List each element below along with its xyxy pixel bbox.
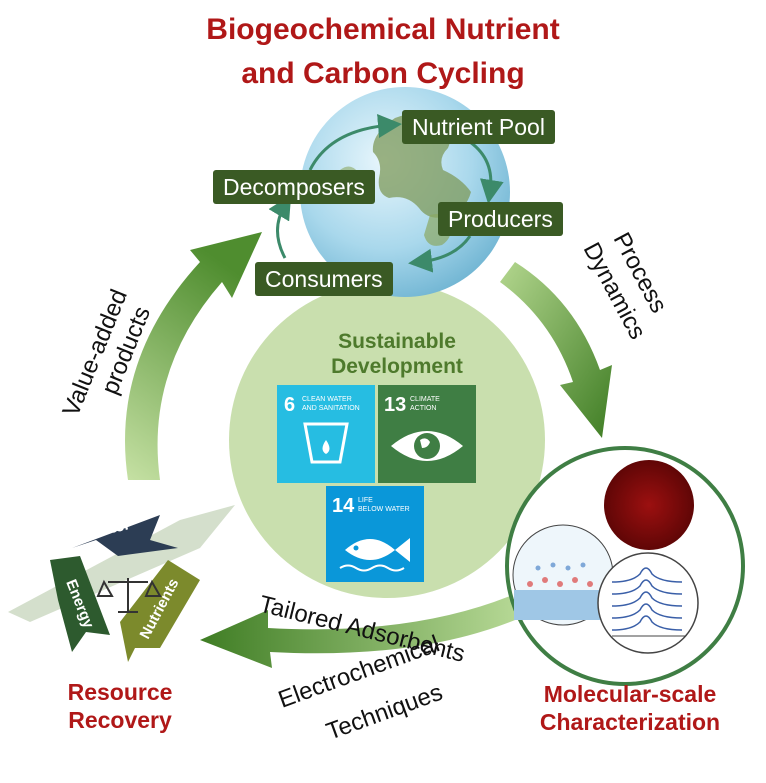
water-glass-icon <box>303 422 349 464</box>
eye-globe-icon <box>391 431 463 461</box>
spectra-plot-icon <box>597 552 699 654</box>
molecular-characterization-label: Molecular-scale Characterization <box>505 680 755 736</box>
characterization-circle <box>505 446 745 686</box>
resource-line-1: Resource <box>67 679 173 705</box>
sdg-14-number: 14 <box>332 495 355 517</box>
sustainable-line-2: Development <box>331 355 463 378</box>
molecular-line-2: Characterization <box>539 709 721 735</box>
sdg-tile-6: 6 CLEAN WATER AND SANITATION <box>277 385 375 483</box>
arrow-value-added <box>125 232 262 480</box>
arrow-pool-to-producers <box>469 140 504 204</box>
sdg-13-number: 13 <box>384 394 406 416</box>
arrow-decomposers-to-pool <box>308 114 402 171</box>
inner-cycle-arrows <box>268 114 504 273</box>
nexus-icon: Water Energy Nutrients <box>8 505 235 662</box>
sdg-13-line1: CLIMATE <box>410 396 440 403</box>
resource-recovery-label: Resource Recovery <box>20 678 220 734</box>
sdg-tile-13: 13 CLIMATE ACTION <box>378 385 476 483</box>
box-decomposers: Decomposers <box>213 170 375 204</box>
interface-image-icon <box>512 524 614 626</box>
molecular-line-1: Molecular-scale <box>543 681 717 707</box>
box-nutrient-pool: Nutrient Pool <box>402 110 555 144</box>
title-line-1: Biogeochemical Nutrient <box>206 13 560 46</box>
resource-line-2: Recovery <box>68 707 172 733</box>
balance-scale-icon <box>96 578 162 613</box>
box-consumers: Consumers <box>255 262 393 296</box>
arrow-producers-to-consumers <box>408 235 472 273</box>
outer-cycle-arrows <box>125 232 612 668</box>
microscopy-image-icon <box>604 460 694 550</box>
sdg-14-line1: LIFE <box>358 497 373 504</box>
sdg-14-line2: BELOW WATER <box>358 506 410 513</box>
title-line-2: and Carbon Cycling <box>241 57 525 90</box>
nexus-water-arrow <box>72 515 178 556</box>
sustainable-line-1: Sustainable <box>338 330 456 353</box>
sdg-6-line2: AND SANITATION <box>302 405 360 412</box>
sdg-13-line2: ACTION <box>410 405 436 412</box>
sdg-6-number: 6 <box>284 394 295 416</box>
sdg-6-line1: CLEAN WATER <box>302 396 352 403</box>
fish-icon <box>339 538 410 572</box>
sdg-tile-14: 14 LIFE BELOW WATER <box>326 486 424 582</box>
nexus-energy-arrow <box>50 556 110 652</box>
box-producers: Producers <box>438 202 563 236</box>
arrow-consumers-to-decomposers <box>268 194 292 259</box>
arrow-tailored-adsorbents <box>200 596 520 668</box>
nexus-nutrients-arrow <box>120 560 200 662</box>
arrow-process-dynamics <box>500 262 612 438</box>
